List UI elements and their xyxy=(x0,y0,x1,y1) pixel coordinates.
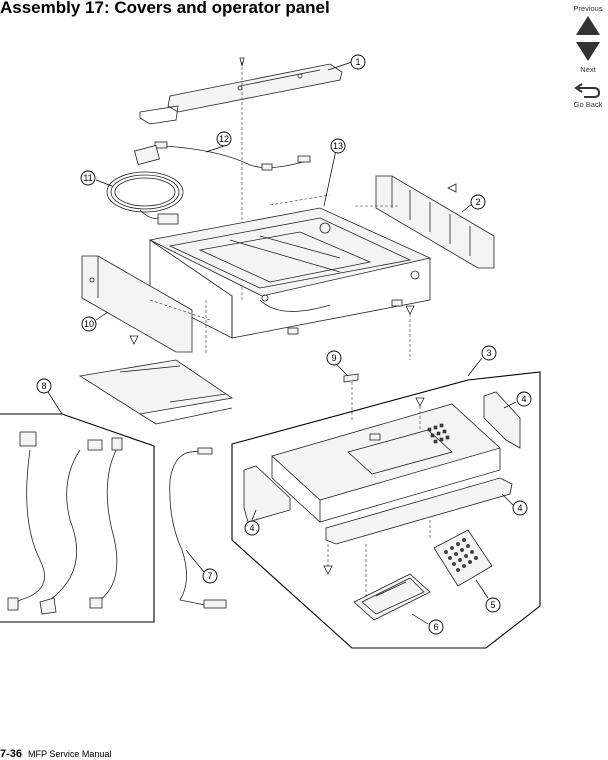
tray-part xyxy=(78,359,234,425)
manual-name: MFP Service Manual xyxy=(28,749,112,759)
callout-13: 13 xyxy=(330,138,346,154)
callout-12: 12 xyxy=(216,131,232,147)
svg-text:6: 6 xyxy=(433,622,438,632)
right-side-panel-2-part xyxy=(355,175,495,269)
footer: 7-36 MFP Service Manual xyxy=(0,748,111,760)
previous-label: Previous xyxy=(573,4,603,13)
callout-5: 5 xyxy=(485,597,501,613)
operator-panel-box xyxy=(231,371,541,649)
svg-text:9: 9 xyxy=(331,353,336,363)
callout-4-bezel: 4 xyxy=(512,500,528,516)
svg-text:2: 2 xyxy=(475,197,480,207)
navigation-panel: Previous Next Go Back xyxy=(568,0,608,109)
previous-arrow-icon[interactable] xyxy=(568,13,608,39)
callout-11: 11 xyxy=(80,170,96,186)
callout-7: 7 xyxy=(202,568,218,584)
callout-2: 2 xyxy=(470,194,486,210)
callout-8: 8 xyxy=(36,378,52,394)
next-label: Next xyxy=(580,65,596,74)
callout-10: 10 xyxy=(81,316,97,332)
svg-text:13: 13 xyxy=(333,141,343,151)
svg-text:4: 4 xyxy=(517,503,522,513)
top-bracket-part xyxy=(139,57,343,300)
go-back-icon[interactable] xyxy=(568,78,608,100)
callout-1: 1 xyxy=(350,54,366,70)
coiled-cable-11-part xyxy=(106,144,184,225)
callout-4-left-bracket: 4 xyxy=(244,520,260,536)
left-side-panel-10-part xyxy=(81,255,211,355)
callout-4-right-bracket: 4 xyxy=(516,391,532,407)
svg-text:8: 8 xyxy=(41,381,46,391)
callout-9: 9 xyxy=(326,350,342,366)
svg-text:4: 4 xyxy=(249,523,254,533)
callout-6: 6 xyxy=(428,619,444,635)
svg-text:7: 7 xyxy=(207,571,212,581)
svg-text:3: 3 xyxy=(486,348,491,358)
svg-text:4: 4 xyxy=(521,394,526,404)
page-title: Assembly 17: Covers and operator panel xyxy=(0,0,330,17)
svg-text:5: 5 xyxy=(490,600,495,610)
cable-set-box xyxy=(0,413,155,623)
callout-3: 3 xyxy=(481,345,497,361)
go-back-label: Go Back xyxy=(573,100,603,109)
screws-hardware xyxy=(287,299,415,360)
cable-12-part xyxy=(154,141,311,171)
scanner-frame-13-part xyxy=(148,194,432,339)
svg-text:11: 11 xyxy=(83,173,92,183)
keypad-grid xyxy=(427,423,450,444)
leader-lines xyxy=(47,61,517,625)
svg-text:12: 12 xyxy=(219,134,229,144)
next-arrow-icon[interactable] xyxy=(568,39,608,65)
label-9-part xyxy=(343,373,359,420)
svg-text:1: 1 xyxy=(355,57,360,67)
cable-7-part xyxy=(169,447,227,609)
page-number: 7-36 xyxy=(0,748,23,760)
svg-text:10: 10 xyxy=(84,319,94,329)
